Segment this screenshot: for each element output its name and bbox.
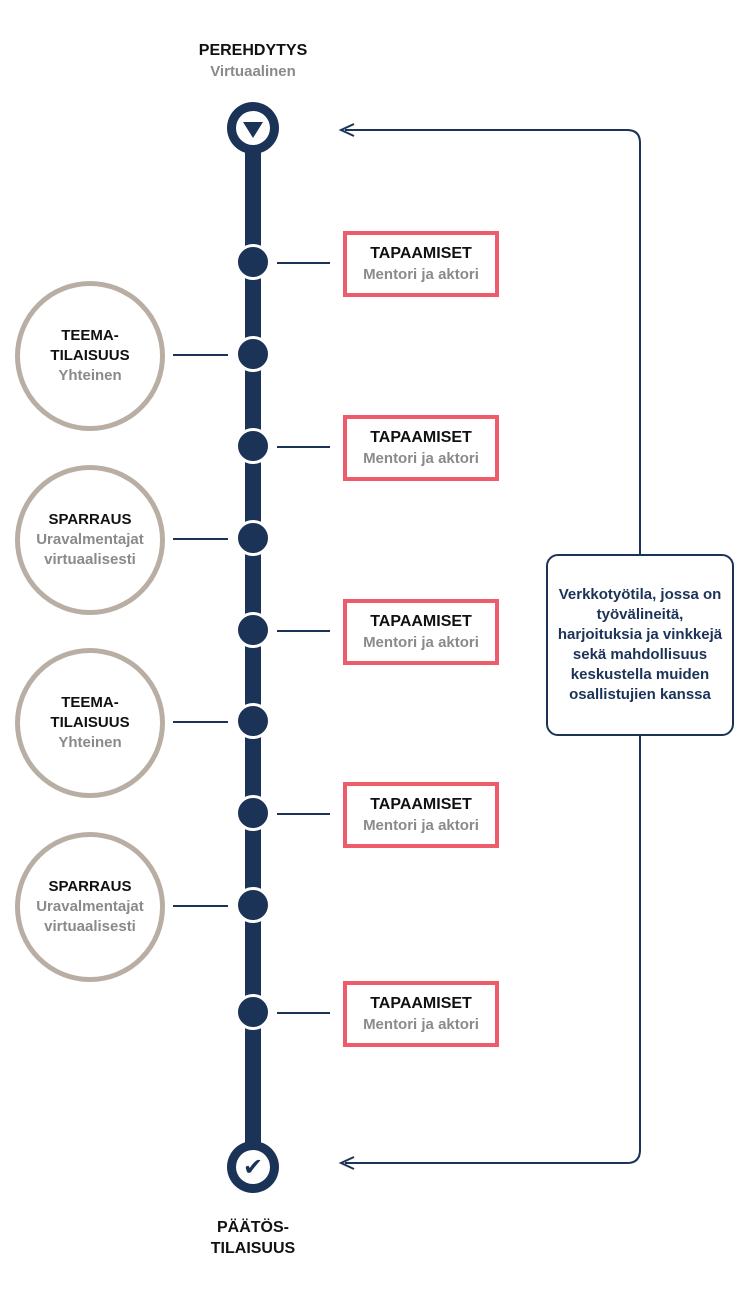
timeline-node xyxy=(235,703,271,739)
workspace-text: Verkkotyötila, jossa on työvälineitä, ha… xyxy=(557,586,723,703)
meeting-subtitle: Mentori ja aktori xyxy=(363,817,479,834)
meeting-box: TAPAAMISET Mentori ja aktori xyxy=(343,415,499,481)
event-connector xyxy=(173,721,228,723)
meeting-title: TAPAAMISET xyxy=(370,429,472,446)
event-subtitle: Yhteinen xyxy=(58,734,122,751)
meeting-title: TAPAAMISET xyxy=(370,796,472,813)
meeting-title: TAPAAMISET xyxy=(370,245,472,262)
event-connector xyxy=(173,538,228,540)
timeline-node xyxy=(235,428,271,464)
workspace-arrowhead-bottom xyxy=(338,1156,355,1170)
down-triangle-icon xyxy=(243,122,263,138)
start-node xyxy=(227,102,279,154)
end-title-line1: PÄÄTÖS- xyxy=(217,1219,289,1236)
timeline-node xyxy=(235,244,271,280)
meeting-box: TAPAAMISET Mentori ja aktori xyxy=(343,599,499,665)
end-node: ✔ xyxy=(227,1141,279,1193)
event-circle-sparraus: SPARRAUS Uravalmentajat virtuaalisesti xyxy=(15,832,165,982)
meeting-connector xyxy=(277,446,330,448)
checkmark-icon: ✔ xyxy=(242,1153,264,1181)
meeting-title: TAPAAMISET xyxy=(370,613,472,630)
meeting-box: TAPAAMISET Mentori ja aktori xyxy=(343,981,499,1047)
meeting-connector xyxy=(277,813,330,815)
meeting-connector xyxy=(277,630,330,632)
event-title-line1: TEEMA- xyxy=(61,327,119,344)
meeting-box: TAPAAMISET Mentori ja aktori xyxy=(343,782,499,848)
workspace-box: Verkkotyötila, jossa on työvälineitä, ha… xyxy=(546,554,734,736)
timeline-node xyxy=(235,336,271,372)
timeline-node xyxy=(235,795,271,831)
meeting-subtitle: Mentori ja aktori xyxy=(363,450,479,467)
start-label: PEREHDYTYS Virtuaalinen xyxy=(153,40,353,82)
event-subtitle-line2: virtuaalisesti xyxy=(44,551,136,568)
workspace-arrowhead-top xyxy=(338,123,355,137)
event-circle-teema: TEEMA- TILAISUUS Yhteinen xyxy=(15,648,165,798)
event-title-line2: TILAISUUS xyxy=(50,714,130,731)
event-circle-sparraus: SPARRAUS Uravalmentajat virtuaalisesti xyxy=(15,465,165,615)
meeting-subtitle: Mentori ja aktori xyxy=(363,634,479,651)
event-subtitle-line1: Uravalmentajat xyxy=(36,531,144,548)
meeting-box: TAPAAMISET Mentori ja aktori xyxy=(343,231,499,297)
start-subtitle: Virtuaalinen xyxy=(210,63,296,80)
workspace-connector-bottom xyxy=(345,736,641,1164)
workspace-connector-top xyxy=(345,129,641,554)
event-title-line1: SPARRAUS xyxy=(48,511,132,528)
event-connector xyxy=(173,905,228,907)
event-subtitle-line2: virtuaalisesti xyxy=(44,918,136,935)
event-title-line2: TILAISUUS xyxy=(50,347,130,364)
event-circle-teema: TEEMA- TILAISUUS Yhteinen xyxy=(15,281,165,431)
end-label: PÄÄTÖS- TILAISUUS xyxy=(153,1217,353,1259)
start-title: PEREHDYTYS xyxy=(198,42,308,59)
timeline-node xyxy=(235,994,271,1030)
event-subtitle-line1: Uravalmentajat xyxy=(36,898,144,915)
event-connector xyxy=(173,354,228,356)
timeline-node xyxy=(235,520,271,556)
meeting-subtitle: Mentori ja aktori xyxy=(363,1016,479,1033)
event-subtitle: Yhteinen xyxy=(58,367,122,384)
end-title-line2: TILAISUUS xyxy=(210,1240,296,1257)
meeting-connector xyxy=(277,1012,330,1014)
event-title-line1: TEEMA- xyxy=(61,694,119,711)
meeting-connector xyxy=(277,262,330,264)
event-title-line1: SPARRAUS xyxy=(48,878,132,895)
timeline-node xyxy=(235,887,271,923)
timeline-node xyxy=(235,612,271,648)
meeting-subtitle: Mentori ja aktori xyxy=(363,266,479,283)
meeting-title: TAPAAMISET xyxy=(370,995,472,1012)
